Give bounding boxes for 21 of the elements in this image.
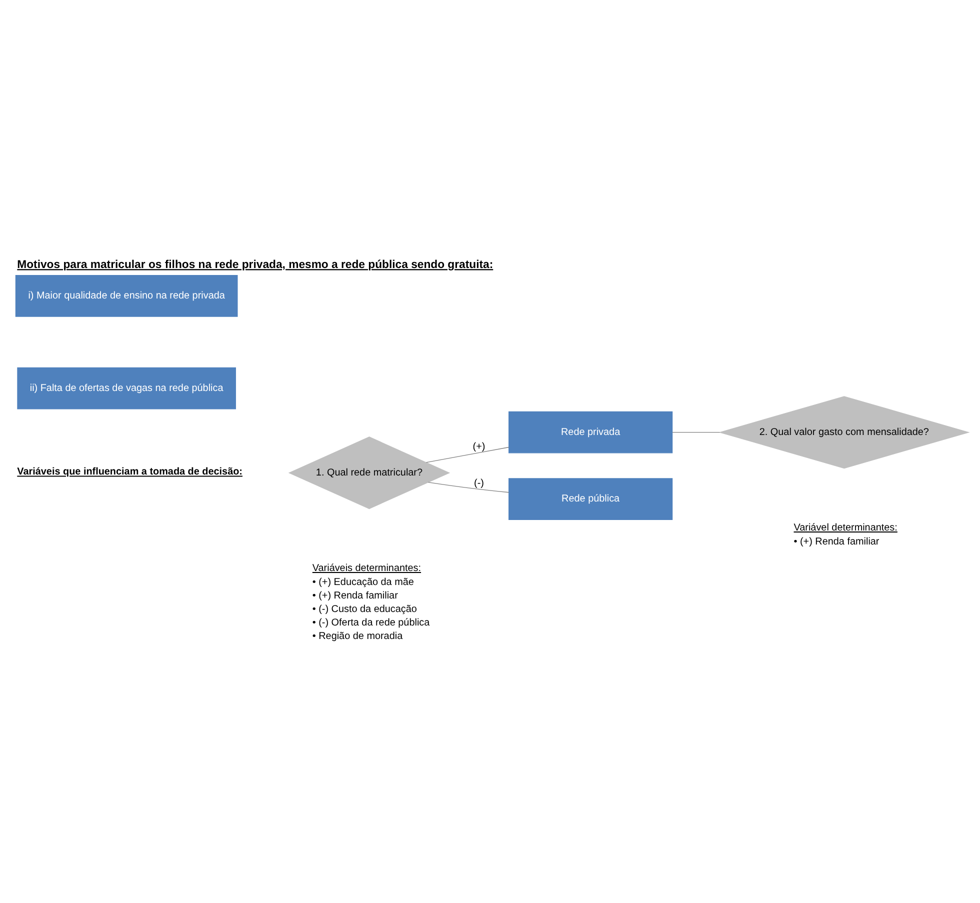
- node-box: ii) Falta de ofertas de vagas na rede pública: [17, 367, 236, 410]
- label: Variáveis que influenciam a tomada de decisão:: [17, 466, 242, 478]
- connector: [428, 482, 510, 493]
- node-diamond: 2. Qual valor gasto com mensalidade?: [718, 396, 970, 469]
- node-diamond: 1. Qual rede matricular?: [288, 436, 450, 510]
- node-label: • Região de moradia: [312, 631, 403, 642]
- node-label: Variáveis determinantes:: [312, 562, 422, 574]
- node-label: • (+) Renda familiar: [794, 536, 880, 548]
- node-label: Variável determinantes:: [794, 522, 898, 534]
- node-box: Rede pública: [508, 478, 673, 520]
- node-box: i) Maior qualidade de ensino na rede privada: [15, 274, 238, 317]
- node-label: • (-) Oferta da rede pública: [312, 618, 430, 629]
- node-label: • (+) Renda familiar: [312, 590, 398, 602]
- connector: [426, 446, 510, 463]
- node-label: • (+) Educação da mãe: [312, 577, 414, 588]
- node-label: • (-) Custo da educação: [312, 604, 417, 616]
- diagram-title: Motivos para matricular os filhos na rede privada, mesmo a rede pública sendo gratuita:: [17, 259, 494, 272]
- edge-label: (+): [472, 442, 486, 453]
- node-box: Rede privada: [508, 411, 673, 454]
- edge-label: (-): [474, 478, 484, 489]
- connector: [672, 432, 720, 433]
